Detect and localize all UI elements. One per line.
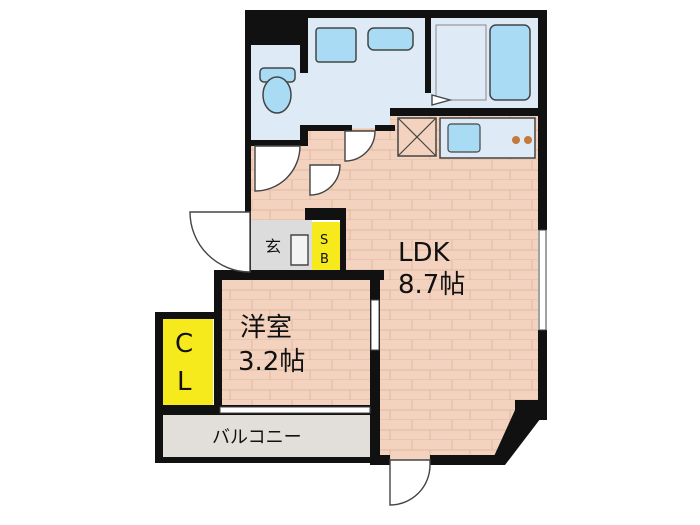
western-room-size: 3.2帖 bbox=[238, 347, 305, 377]
stove-burner-icon-2 bbox=[524, 136, 532, 144]
windows bbox=[219, 229, 547, 414]
western-room-floor bbox=[220, 280, 370, 405]
shoe-box-label-s: S bbox=[320, 233, 328, 248]
ldk-size: 8.7帖 bbox=[398, 270, 465, 300]
shoe-box-label-b: B bbox=[320, 252, 329, 267]
ldk-name: LDK bbox=[398, 238, 451, 268]
washbasin-icon bbox=[315, 27, 357, 63]
closet bbox=[163, 318, 213, 408]
kitchen-sink-icon bbox=[447, 123, 481, 153]
stove-burner-icon bbox=[512, 136, 520, 144]
bathtub-icon bbox=[489, 24, 531, 101]
western-room-name: 洋室 bbox=[240, 313, 292, 343]
hall-door-icon bbox=[309, 164, 341, 196]
balcony-label: バルコニー bbox=[212, 427, 302, 448]
entrance-door-icon bbox=[189, 211, 251, 273]
toilet-bowl-icon bbox=[262, 76, 292, 114]
washing-machine-icon bbox=[367, 27, 414, 51]
entrance-label: 玄 bbox=[265, 237, 281, 256]
bath-wash-area bbox=[435, 24, 487, 101]
doors bbox=[189, 94, 453, 506]
bath-door-icon bbox=[431, 94, 453, 106]
ldk-exit-door-icon bbox=[389, 459, 431, 506]
shoe-box bbox=[312, 222, 340, 270]
ldk-floor bbox=[345, 112, 538, 460]
washroom-door-icon bbox=[344, 130, 376, 162]
shoe-box-door-icon bbox=[290, 234, 309, 266]
closet-label-l: L bbox=[177, 367, 192, 397]
toilet-door-icon bbox=[254, 145, 301, 192]
balcony-floor bbox=[163, 415, 375, 457]
closet-label-c: C bbox=[175, 329, 193, 359]
refrigerator-cross-2 bbox=[397, 117, 437, 157]
